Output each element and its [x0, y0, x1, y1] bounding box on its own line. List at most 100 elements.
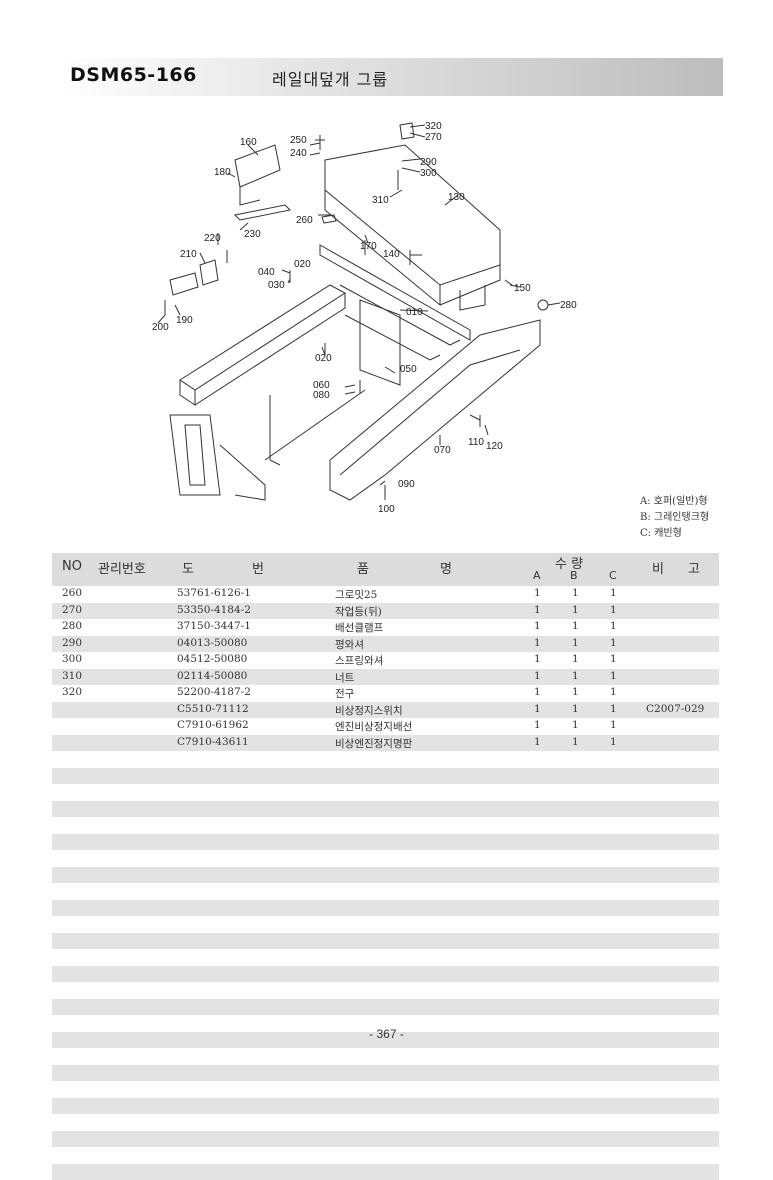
table-row: 260 53761-6126-1 그로밋25 1 1 1 [52, 586, 719, 603]
cell-qty-b: 1 [572, 620, 579, 632]
cell-name: 엔진비상정지배선 [335, 719, 412, 734]
table-row: 310 02114-50080 너트 1 1 1 [52, 669, 719, 686]
callout-label: 260 [296, 215, 313, 226]
cell-drawing: 04013-50080 [177, 637, 247, 649]
legend-item: A: 호퍼(일반)형 [640, 494, 709, 510]
cell-qty-a: 1 [534, 670, 541, 682]
cell-drawing: 53350-4184-2 [177, 604, 251, 616]
callout-label: 090 [398, 479, 415, 490]
cell-no: 320 [62, 686, 82, 698]
empty-row [52, 999, 719, 1016]
cell-qty-a: 1 [534, 620, 541, 632]
cell-qty-c: 1 [610, 670, 617, 682]
callout-label: 310 [372, 195, 389, 206]
empty-row [52, 1065, 719, 1082]
cell-qty-c: 1 [610, 587, 617, 599]
table-row: 300 04512-50080 스프링와셔 1 1 1 [52, 652, 719, 669]
callout-label: 100 [378, 504, 395, 515]
table-header: NO 관리번호 도 번 품 명 수 량 A B C 비 고 [52, 553, 719, 586]
cell-qty-a: 1 [534, 736, 541, 748]
callout-label: 320 [425, 121, 442, 132]
table-row: 320 52200-4187-2 전구 1 1 1 [52, 685, 719, 702]
cell-qty-c: 1 [610, 703, 617, 715]
legend-item: B: 그레인탱크형 [640, 510, 709, 526]
header-mgmt-no: 관리번호 [98, 558, 146, 577]
empty-row [52, 933, 719, 950]
cell-qty-c: 1 [610, 620, 617, 632]
empty-row [52, 834, 719, 851]
variant-legend: A: 호퍼(일반)형 B: 그레인탱크형 C: 캐빈형 [640, 494, 709, 542]
cell-name: 평와셔 [335, 637, 364, 652]
table-row: C7910-61962 엔진비상정지배선 1 1 1 [52, 718, 719, 735]
callout-label: 050 [400, 364, 417, 375]
cell-name: 비상정지스위치 [335, 703, 403, 718]
cell-qty-a: 1 [534, 604, 541, 616]
cell-no: 310 [62, 670, 82, 682]
empty-row [52, 801, 719, 818]
cell-qty-b: 1 [572, 719, 579, 731]
header-no: NO [62, 559, 82, 574]
cell-name: 스프링와셔 [335, 653, 383, 668]
group-title: 레일대덮개 그룹 [272, 66, 388, 90]
cell-qty-b: 1 [572, 703, 579, 715]
cell-qty-a: 1 [534, 653, 541, 665]
cell-qty-b: 1 [572, 604, 579, 616]
table-row: 280 37150-3447-1 배선클램프 1 1 1 [52, 619, 719, 636]
cell-drawing: C7910-43611 [177, 736, 249, 748]
cell-drawing: 02114-50080 [177, 670, 247, 682]
cell-name: 너트 [335, 670, 354, 685]
cell-name: 배선클램프 [335, 620, 383, 635]
cell-qty-b: 1 [572, 587, 579, 599]
callout-label: 080 [313, 390, 330, 401]
empty-row [52, 817, 719, 834]
header-drawing-2: 번 [252, 558, 264, 577]
table-row: C5510-71112 비상정지스위치 1 1 1 C2007-029 [52, 702, 719, 719]
group-code: DSM65-166 [70, 64, 197, 86]
legend-item: C: 캐빈형 [640, 526, 709, 542]
cell-qty-c: 1 [610, 686, 617, 698]
callout-label: 280 [560, 300, 577, 311]
exploded-view-drawing: 320 270 160 250 240 290 300 180 310 130 … [140, 115, 600, 525]
table-row: C7910-43611 비상엔진정지명판 1 1 1 [52, 735, 719, 752]
header-qty-c: C [609, 569, 617, 582]
parts-table: NO 관리번호 도 번 품 명 수 량 A B C 비 고 260 53761-… [52, 553, 719, 1180]
cell-qty-a: 1 [534, 719, 541, 731]
header-qty-b: B [570, 569, 578, 582]
empty-row [52, 1081, 719, 1098]
cell-note: C2007-029 [646, 703, 704, 715]
callout-label: 010 [406, 307, 423, 318]
callout-label: 210 [180, 249, 197, 260]
empty-row [52, 850, 719, 867]
callout-label: 020 [315, 353, 332, 364]
cell-no: 290 [62, 637, 82, 649]
cell-no: 260 [62, 587, 82, 599]
cell-qty-c: 1 [610, 719, 617, 731]
header-qty-a: A [533, 569, 541, 582]
callout-label: 300 [420, 168, 437, 179]
cell-no: 270 [62, 604, 82, 616]
table-row: 270 53350-4184-2 작업등(뒤) 1 1 1 [52, 603, 719, 620]
cell-drawing: C7910-61962 [177, 719, 249, 731]
cell-qty-b: 1 [572, 637, 579, 649]
cell-name: 비상엔진정지명판 [335, 736, 412, 751]
callout-label: 180 [214, 167, 231, 178]
callout-label: 120 [486, 441, 503, 452]
cell-qty-b: 1 [572, 686, 579, 698]
callout-label: 020 [294, 259, 311, 270]
cell-name: 전구 [335, 686, 354, 701]
cell-qty-a: 1 [534, 703, 541, 715]
cell-name: 그로밋25 [335, 587, 377, 602]
callout-label: 070 [434, 445, 451, 456]
empty-row [52, 1048, 719, 1065]
empty-row [52, 1147, 719, 1164]
callout-label: 230 [244, 229, 261, 240]
cell-no: 280 [62, 620, 82, 632]
cell-drawing: 53761-6126-1 [177, 587, 251, 599]
empty-row [52, 949, 719, 966]
header-drawing: 도 [182, 558, 194, 577]
table-row: 290 04013-50080 평와셔 1 1 1 [52, 636, 719, 653]
callout-label: 150 [514, 283, 531, 294]
cell-drawing: 37150-3447-1 [177, 620, 251, 632]
callout-label: 190 [176, 315, 193, 326]
cell-qty-c: 1 [610, 637, 617, 649]
